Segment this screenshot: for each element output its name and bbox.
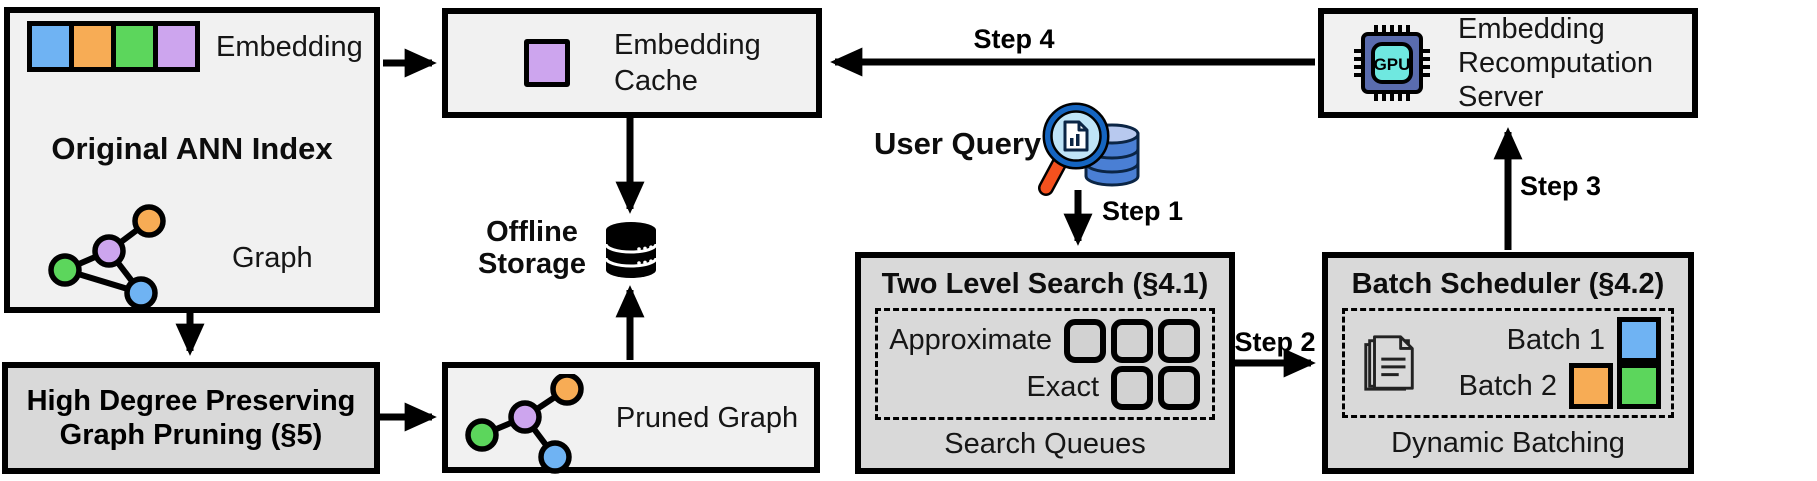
original-ann-index-box: Embedding Original ANN Index Graph — [4, 7, 380, 313]
documents-icon — [1364, 335, 1414, 391]
embedding-cell-purple — [158, 26, 195, 67]
embedding-label: Embedding — [216, 30, 363, 63]
batch2-row: Batch 2 — [1431, 363, 1661, 409]
batch1-label: Batch 1 — [1506, 323, 1605, 356]
embedding-vector-icon — [27, 21, 200, 72]
graph-pruning-title: High Degree Preserving Graph Pruning (§5… — [26, 385, 356, 451]
step2-label: Step 2 — [1234, 327, 1316, 357]
query-document — [1063, 120, 1089, 152]
recomputation-server-box: GPU Embedding Recomputation Server — [1318, 8, 1698, 118]
batch2-chip-green — [1617, 363, 1661, 409]
pruned-graph-icon — [465, 374, 584, 474]
batch2-label: Batch 2 — [1458, 369, 1557, 402]
approximate-label: Approximate — [889, 324, 1052, 356]
batch1-row: Batch 1 — [1431, 317, 1661, 363]
batch2-chip-orange — [1569, 363, 1613, 409]
exact-queue-row: Exact — [878, 365, 1200, 410]
user-query-icon — [1038, 102, 1140, 196]
queue-slot — [1158, 365, 1200, 410]
offline-storage-label: Offline Storage — [478, 216, 586, 280]
search-queues-region: Approximate Exact — [875, 308, 1215, 420]
graph-label: Graph — [232, 242, 313, 274]
two-level-search-box: Two Level Search (§4.1) Approximate Exac… — [855, 252, 1235, 474]
approximate-queue-row: Approximate — [878, 318, 1200, 363]
queue-slot — [1158, 318, 1200, 363]
batch1-chip-blue — [1617, 317, 1661, 363]
cached-embedding-icon — [524, 39, 570, 87]
user-query-label: User Query — [874, 126, 1042, 161]
dynamic-batching-region: Batch 1 Batch 2 — [1342, 308, 1674, 418]
step1-label: Step 1 — [1102, 196, 1184, 226]
gpu-chip-label: GPU — [1374, 55, 1411, 74]
embedding-cell-green — [116, 26, 153, 67]
dynamic-batching-caption: Dynamic Batching — [1391, 426, 1625, 459]
database-icon — [604, 222, 658, 278]
gpu-icon: GPU — [1354, 25, 1430, 101]
embedding-cell-orange — [74, 26, 111, 67]
embedding-cell-blue — [32, 26, 69, 67]
batch-scheduler-title: Batch Scheduler (§4.2) — [1351, 267, 1665, 300]
queue-slot — [1064, 318, 1106, 363]
exact-label: Exact — [1026, 371, 1099, 403]
queue-slot — [1111, 318, 1153, 363]
step3-label: Step 3 — [1520, 171, 1602, 201]
pruned-graph-box: Pruned Graph — [442, 362, 820, 474]
recomputation-server-title: Embedding Recomputation Server — [1458, 13, 1654, 113]
ann-index-title: Original ANN Index — [51, 131, 333, 166]
embedding-cache-box: Embedding Cache — [442, 8, 822, 118]
graph-pruning-box: High Degree Preserving Graph Pruning (§5… — [2, 362, 380, 474]
step4-label: Step 4 — [973, 24, 1055, 54]
queue-slot — [1111, 365, 1153, 410]
batch-scheduler-box: Batch Scheduler (§4.2) Batch 1 — [1322, 252, 1694, 474]
search-queues-caption: Search Queues — [944, 427, 1146, 460]
graph-icon — [48, 204, 166, 310]
two-level-search-title: Two Level Search (§4.1) — [881, 267, 1209, 300]
embedding-cache-title: Embedding Cache — [614, 29, 761, 97]
pruned-graph-title: Pruned Graph — [615, 401, 799, 434]
